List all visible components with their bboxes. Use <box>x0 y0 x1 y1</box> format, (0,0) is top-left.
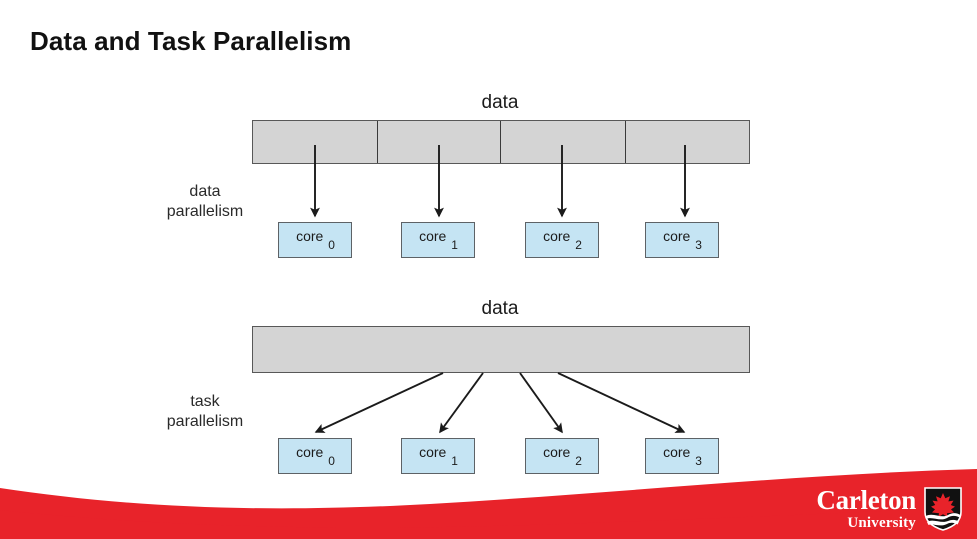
arrow-bottom-0 <box>314 372 444 433</box>
data-label-bottom: data <box>481 298 519 319</box>
logo-name: Carleton <box>816 484 916 515</box>
core-box-bottom-1-label: core 1 <box>419 444 458 468</box>
core-box-top-2: core 2 <box>525 222 599 258</box>
core-box-bottom-2: core 2 <box>525 438 599 474</box>
logo-wordmark: Carleton University <box>816 484 916 531</box>
data-parallelism-label-line2: parallelism <box>166 203 244 221</box>
core-box-top-0-label: core 0 <box>296 228 335 252</box>
arrow-bottom-3 <box>557 372 686 433</box>
core-box-top-1: core 1 <box>401 222 475 258</box>
wave-front <box>0 506 977 539</box>
core-box-top-3-label: core 3 <box>663 228 702 252</box>
bar-divider-3 <box>624 121 626 163</box>
core-box-top-1-index: 1 <box>451 237 458 252</box>
core-box-bottom-3: core 3 <box>645 438 719 474</box>
core-box-top-0: core 0 <box>278 222 352 258</box>
data-parallelism-label: data parallelism <box>130 182 280 223</box>
arrow-bottom-2 <box>519 372 563 434</box>
carleton-shield-maple-leaf-icon <box>924 487 962 531</box>
task-parallelism-label-line1: task <box>190 393 220 410</box>
page-title: Data and Task Parallelism <box>30 26 352 56</box>
core-box-bottom-1: core 1 <box>401 438 475 474</box>
core-box-bottom-3-label: core 3 <box>663 444 702 468</box>
carleton-university-logo: Carleton University <box>816 486 963 531</box>
task-parallelism-arrows <box>314 372 686 434</box>
data-bar-segmented <box>252 120 750 164</box>
data-parallelism-label-line1: data <box>189 183 221 200</box>
task-parallelism-label: task parallelism <box>130 392 280 433</box>
arrow-bottom-1 <box>439 372 484 434</box>
bar-divider-1 <box>376 121 378 163</box>
core-box-top-3-index: 3 <box>695 237 702 252</box>
core-box-top-2-label: core 2 <box>543 228 582 252</box>
core-box-bottom-0-label: core 0 <box>296 444 335 468</box>
data-bar-single <box>252 326 750 373</box>
logo-subtitle: University <box>847 514 916 531</box>
data-label-top: data <box>481 92 519 113</box>
core-box-top-0-index: 0 <box>328 237 335 252</box>
core-box-bottom-2-label: core 2 <box>543 444 582 468</box>
core-box-top-1-label: core 1 <box>419 228 458 252</box>
core-box-bottom-2-index: 2 <box>575 453 582 468</box>
core-box-bottom-3-index: 3 <box>695 453 702 468</box>
core-box-bottom-1-index: 1 <box>451 453 458 468</box>
bar-divider-2 <box>499 121 501 163</box>
data-parallelism-arrows <box>310 145 690 218</box>
footer-wave-decoration <box>0 469 977 539</box>
core-box-bottom-0-index: 0 <box>328 453 335 468</box>
core-box-top-2-index: 2 <box>575 237 582 252</box>
core-box-top-3: core 3 <box>645 222 719 258</box>
core-box-bottom-0: core 0 <box>278 438 352 474</box>
task-parallelism-label-line2: parallelism <box>166 413 244 431</box>
